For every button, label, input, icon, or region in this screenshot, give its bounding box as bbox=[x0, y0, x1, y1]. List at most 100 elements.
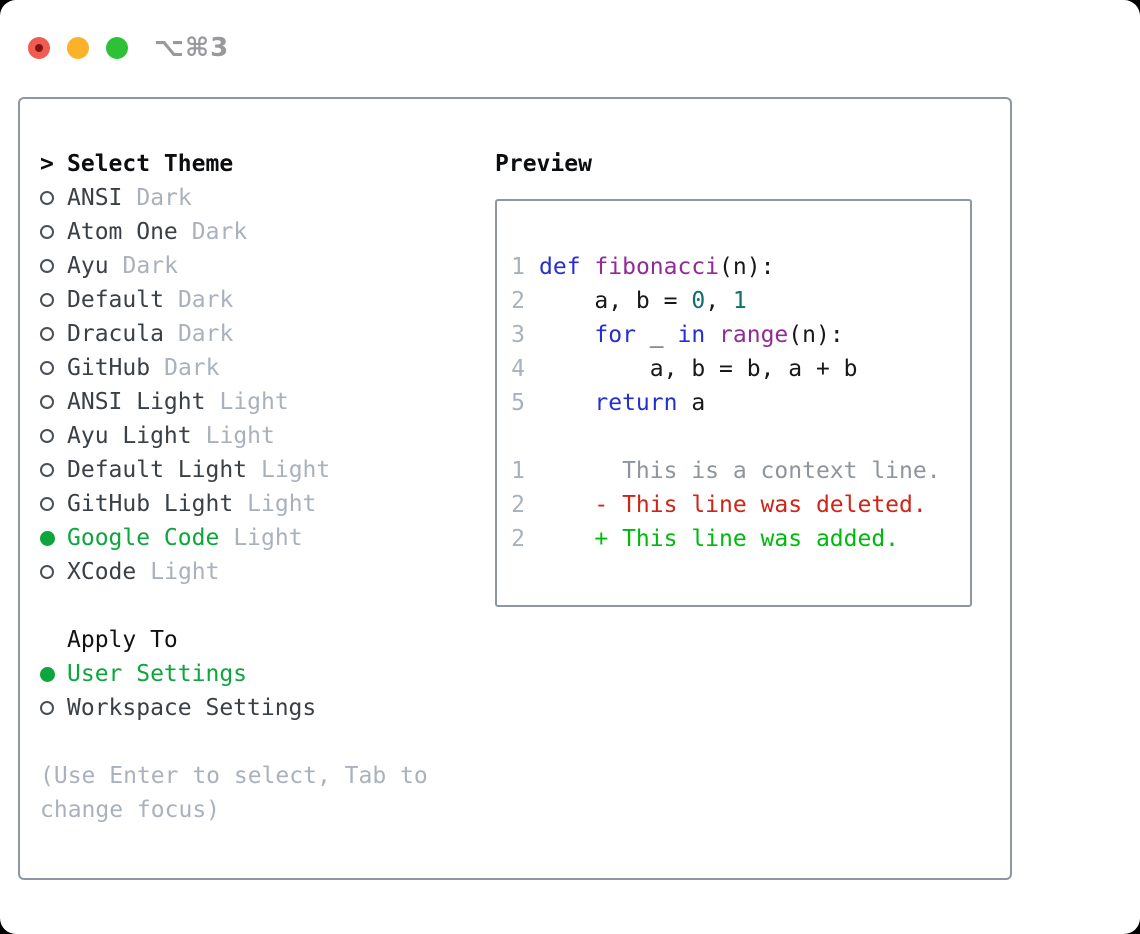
radio-icon bbox=[40, 283, 67, 317]
line-number: 2 bbox=[511, 288, 525, 314]
apply-option-workspace-settings[interactable]: Workspace Settings bbox=[40, 691, 495, 725]
theme-variant: Dark bbox=[136, 185, 192, 211]
theme-name: Google Code bbox=[67, 525, 220, 551]
code-segment-del: - This line was deleted. bbox=[539, 492, 927, 518]
theme-variant: Dark bbox=[122, 253, 178, 279]
theme-variant: Dark bbox=[191, 219, 248, 245]
code-segment-plain: (n): bbox=[719, 254, 775, 280]
line-content: return a bbox=[539, 386, 705, 420]
code-segment-plain: _ bbox=[635, 322, 678, 348]
line-number: 1 bbox=[511, 458, 525, 484]
select-theme-title: Select Theme bbox=[67, 151, 234, 177]
line-number: 2 bbox=[511, 526, 525, 552]
code-segment-lit: 0 bbox=[691, 288, 706, 314]
preview-line: 4 a, b = b, a + b bbox=[497, 352, 970, 386]
theme-variant: Light bbox=[261, 457, 331, 483]
keyboard-hint: (Use Enter to select, Tab to change focu… bbox=[40, 763, 428, 823]
theme-option-ayu[interactable]: Ayu Dark bbox=[40, 249, 495, 283]
line-number: 5 bbox=[511, 390, 525, 416]
line-number: 4 bbox=[511, 356, 525, 382]
apply-option-label: User Settings bbox=[67, 661, 248, 687]
code-segment-plain: , bbox=[705, 288, 733, 314]
close-button[interactable] bbox=[28, 37, 50, 59]
apply-to-header: Apply To bbox=[40, 623, 495, 657]
line-content: - This line was deleted. bbox=[539, 488, 927, 522]
code-segment-fn: fibonacci bbox=[594, 254, 720, 280]
line-content: This is a context line. bbox=[539, 454, 941, 488]
preview-title: Preview bbox=[495, 151, 592, 177]
theme-option-xcode[interactable]: XCode Light bbox=[40, 555, 495, 589]
code-segment-plain: (n): bbox=[788, 322, 844, 348]
apply-option-label: Workspace Settings bbox=[67, 695, 317, 721]
radio-icon bbox=[40, 215, 67, 249]
preview-line: 3 for _ in range(n): bbox=[497, 318, 970, 352]
window-title: ⌥⌘3 bbox=[154, 33, 230, 63]
theme-variant: Light bbox=[219, 389, 289, 415]
minimize-button[interactable] bbox=[67, 37, 89, 59]
line-number: 1 bbox=[511, 254, 525, 280]
line-number bbox=[511, 420, 525, 454]
code-segment-plain: a, b = b, a + b bbox=[539, 356, 858, 382]
code-segment-ctx: This is a context line. bbox=[539, 458, 941, 484]
traffic-lights bbox=[28, 37, 128, 59]
code-segment-plain bbox=[705, 322, 719, 348]
preview-line: 2 - This line was deleted. bbox=[497, 488, 970, 522]
preview-line: 1 def fibonacci(n): bbox=[497, 250, 970, 284]
theme-name: Ayu Light bbox=[67, 423, 192, 449]
theme-name: ANSI Light bbox=[67, 389, 206, 415]
theme-name: GitHub Light bbox=[67, 491, 234, 517]
theme-name: Default bbox=[67, 287, 164, 313]
theme-option-github[interactable]: GitHub Dark bbox=[40, 351, 495, 385]
theme-option-ayu-light[interactable]: Ayu Light Light bbox=[40, 419, 495, 453]
line-content: + This line was added. bbox=[539, 522, 899, 556]
select-theme-header: > Select Theme bbox=[40, 147, 495, 181]
line-content: a, b = b, a + b bbox=[539, 352, 858, 386]
theme-variant: Dark bbox=[164, 355, 220, 381]
preview-line: 5 return a bbox=[497, 386, 970, 420]
theme-option-dracula[interactable]: Dracula Dark bbox=[40, 317, 495, 351]
line-content: a, b = 0, 1 bbox=[539, 284, 747, 318]
radio-icon bbox=[40, 555, 67, 589]
theme-variant: Dark bbox=[177, 321, 234, 347]
code-segment-add: + This line was added. bbox=[539, 526, 900, 552]
code-segment-kw: in bbox=[677, 322, 706, 348]
line-content: for _ in range(n): bbox=[539, 318, 844, 352]
apply-option-user-settings[interactable]: User Settings bbox=[40, 657, 495, 691]
code-segment-kw: def bbox=[539, 254, 581, 280]
preview-line: 1 This is a context line. bbox=[497, 454, 970, 488]
code-segment-lit: 1 bbox=[732, 288, 747, 314]
code-segment-kw: for bbox=[594, 322, 636, 348]
theme-name: Ayu bbox=[67, 253, 109, 279]
theme-option-atom-one[interactable]: Atom One Dark bbox=[40, 215, 495, 249]
code-segment-plain bbox=[539, 322, 594, 348]
theme-option-ansi-light[interactable]: ANSI Light Light bbox=[40, 385, 495, 419]
zoom-button[interactable] bbox=[106, 37, 128, 59]
theme-variant: Light bbox=[150, 559, 220, 585]
radio-icon bbox=[40, 691, 67, 725]
selected-radio-icon bbox=[40, 657, 67, 691]
radio-icon bbox=[40, 181, 67, 215]
radio-icon bbox=[40, 249, 67, 283]
apply-to-label: Apply To bbox=[67, 627, 178, 653]
preview-line: 2 a, b = 0, 1 bbox=[497, 284, 970, 318]
theme-variant: Dark bbox=[177, 287, 234, 313]
code-segment-plain: a bbox=[677, 390, 706, 416]
code-segment-fn: range bbox=[719, 322, 789, 348]
theme-option-default-light[interactable]: Default Light Light bbox=[40, 453, 495, 487]
theme-option-default[interactable]: Default Dark bbox=[40, 283, 495, 317]
theme-variant: Light bbox=[205, 423, 275, 449]
theme-name: XCode bbox=[67, 559, 137, 585]
theme-name: Atom One bbox=[67, 219, 178, 245]
theme-name: GitHub bbox=[67, 355, 151, 381]
theme-name: Default Light bbox=[67, 457, 248, 483]
theme-name: Dracula bbox=[67, 321, 164, 347]
